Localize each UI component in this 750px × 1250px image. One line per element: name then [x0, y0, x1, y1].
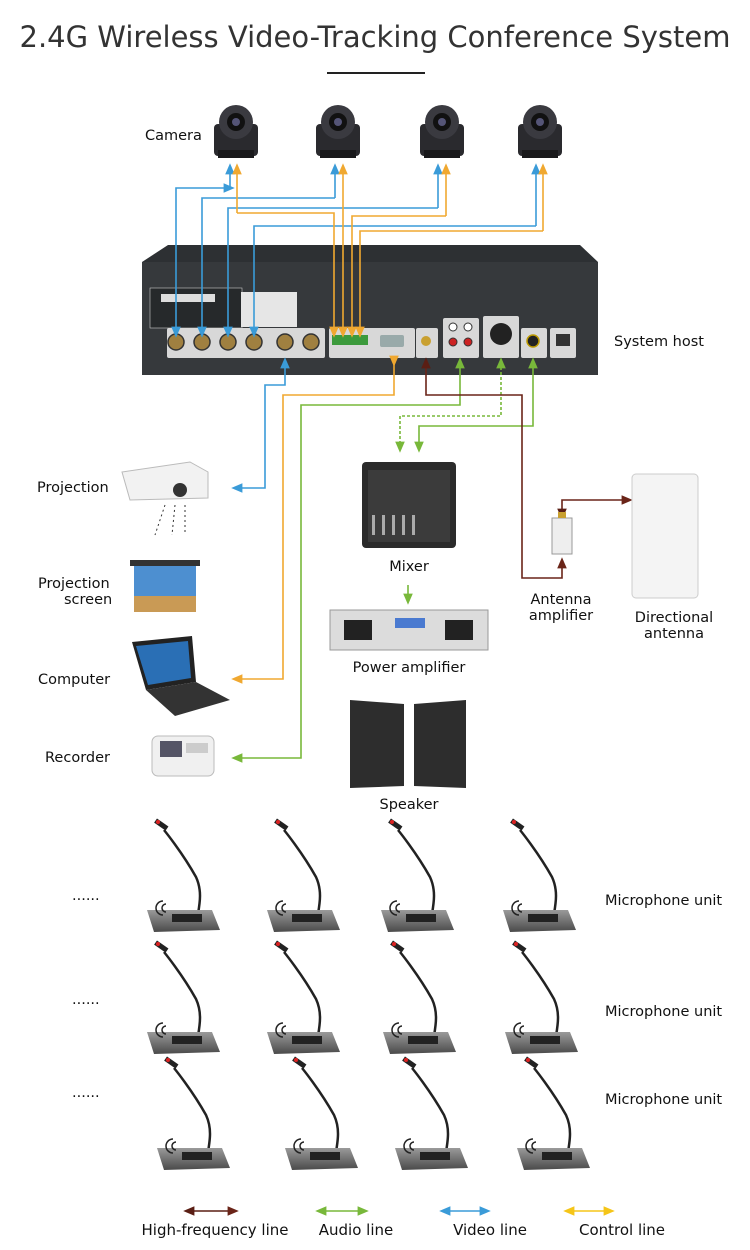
speaker-label: Speaker: [380, 797, 439, 813]
system-host-label: System host: [614, 334, 704, 350]
projection-screen-label-1: Projection: [38, 576, 110, 592]
page-title: 2.4G Wireless Video-Tracking Conference …: [20, 20, 731, 54]
row-ellipsis: ......: [72, 888, 100, 904]
title-underline: [327, 72, 425, 74]
legend: High-frequency line Audio line Video lin…: [142, 1206, 665, 1239]
host-output-lines: [231, 355, 633, 763]
microphone-unit-label: Microphone unit: [605, 893, 722, 909]
video-lines-camera: [171, 163, 541, 338]
projection-screen-label-2: screen: [64, 592, 112, 608]
computer-label: Computer: [38, 672, 110, 688]
microphone-row-3: ...... Microphone unit: [72, 1055, 722, 1172]
camera-2: [316, 105, 360, 158]
projection-screen: [130, 560, 200, 612]
speakers: [350, 700, 466, 788]
row-ellipsis: ......: [72, 992, 100, 1008]
recorder: [151, 735, 215, 777]
camera-4: [518, 105, 562, 158]
legend-label: Audio line: [319, 1221, 393, 1239]
antenna-amplifier: [551, 512, 573, 555]
system-host: [142, 245, 598, 375]
microphone-unit-label: Microphone unit: [605, 1092, 722, 1108]
directional-antenna-label-1: Directional: [635, 610, 713, 626]
microphone-unit-label: Microphone unit: [605, 1004, 722, 1020]
row-ellipsis: ......: [72, 1085, 100, 1101]
mixer-label: Mixer: [389, 559, 429, 575]
legend-label: Video line: [453, 1221, 527, 1239]
camera-3: [420, 105, 464, 158]
projector: [121, 461, 209, 536]
camera-1: [214, 105, 258, 158]
microphone-row-2: ...... Microphone unit: [72, 939, 722, 1056]
antenna-amplifier-label-1: Antenna: [531, 592, 592, 608]
power-amplifier: [329, 609, 489, 651]
laptop: [132, 636, 230, 716]
microphone-row-1: ...... Microphone unit: [72, 817, 722, 934]
control-lines-camera: [232, 163, 548, 338]
recorder-label: Recorder: [45, 750, 110, 766]
power-amplifier-label: Power amplifier: [353, 660, 466, 676]
camera-label: Camera: [145, 128, 202, 144]
mixer: [362, 462, 456, 548]
directional-antenna-label-2: antenna: [644, 626, 704, 642]
legend-label: High-frequency line: [142, 1221, 289, 1239]
antenna-amplifier-label-2: amplifier: [529, 608, 593, 624]
legend-label: Control line: [579, 1221, 665, 1239]
directional-antenna: [631, 473, 699, 599]
projection-label: Projection: [37, 480, 109, 496]
